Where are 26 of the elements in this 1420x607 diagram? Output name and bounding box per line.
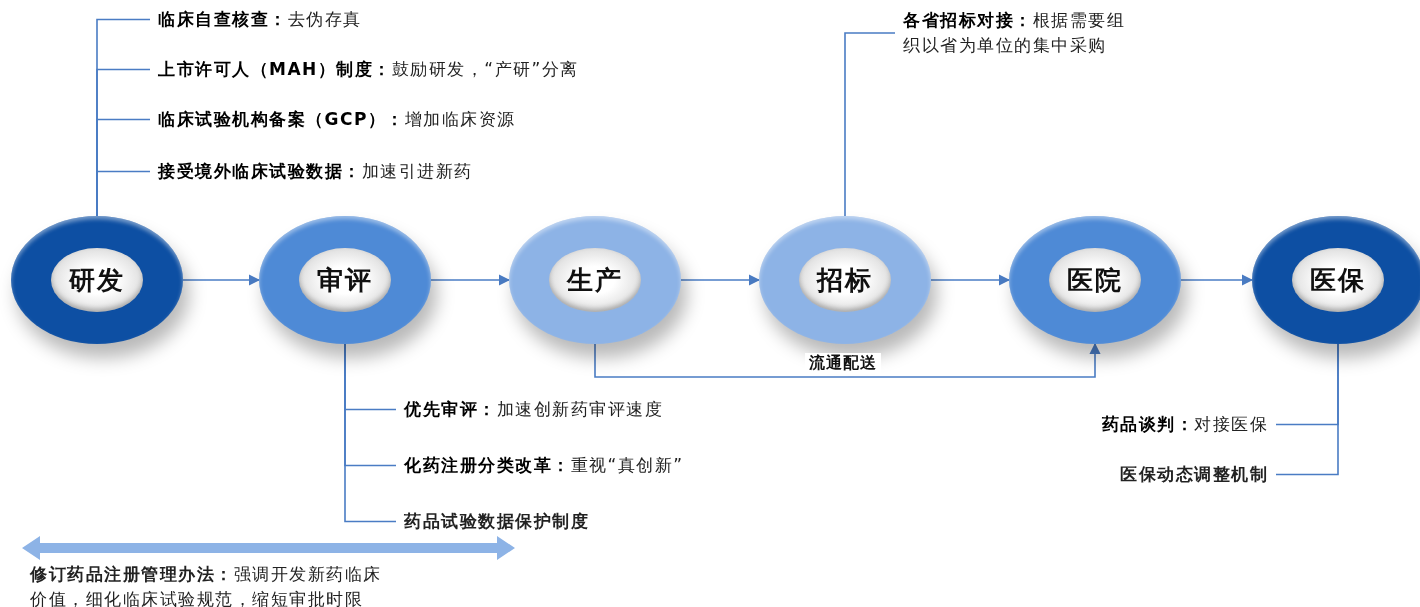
leader-line: [1275, 342, 1339, 476]
policy-note: 各省招标对接：根据需要组织以省为单位的集中采购: [903, 8, 1135, 58]
leader-line: [344, 342, 397, 523]
arrow: [182, 274, 261, 286]
policy-note: 化药注册分类改革：重视“真创新”: [404, 453, 684, 478]
arrow: [594, 342, 1101, 378]
node-label: 审评: [299, 248, 391, 312]
node-label: 医院: [1049, 248, 1141, 312]
arrow: [430, 274, 511, 286]
arrow: [1180, 274, 1254, 286]
node-label: 研发: [51, 248, 143, 312]
node-label: 医保: [1292, 248, 1384, 312]
policy-note: 药品试验数据保护制度: [404, 509, 589, 534]
policy-note: 临床自查核查：去伪存真: [158, 7, 362, 32]
policy-note: 临床试验机构备案（GCP）：增加临床资源: [158, 107, 516, 132]
arrow: [930, 274, 1011, 286]
policy-note: 优先审评：加速创新药审评速度: [404, 397, 663, 422]
policy-note: 接受境外临床试验数据：加速引进新药: [158, 159, 473, 184]
note-text: 修订药品注册管理办法：强调开发新药临床价值，细化临床试验规范，缩短审批时限: [30, 563, 383, 607]
leader-line: [844, 32, 896, 218]
policy-note: 药品谈判：对接医保: [1101, 412, 1268, 437]
node-label: 招标: [799, 248, 891, 312]
node-label: 生产: [549, 248, 641, 312]
policy-note: 上市许可人（MAH）制度：鼓励研发，“产研”分离: [158, 57, 579, 82]
arrow: [680, 274, 761, 286]
policy-note: 医保动态调整机制: [1120, 462, 1268, 487]
